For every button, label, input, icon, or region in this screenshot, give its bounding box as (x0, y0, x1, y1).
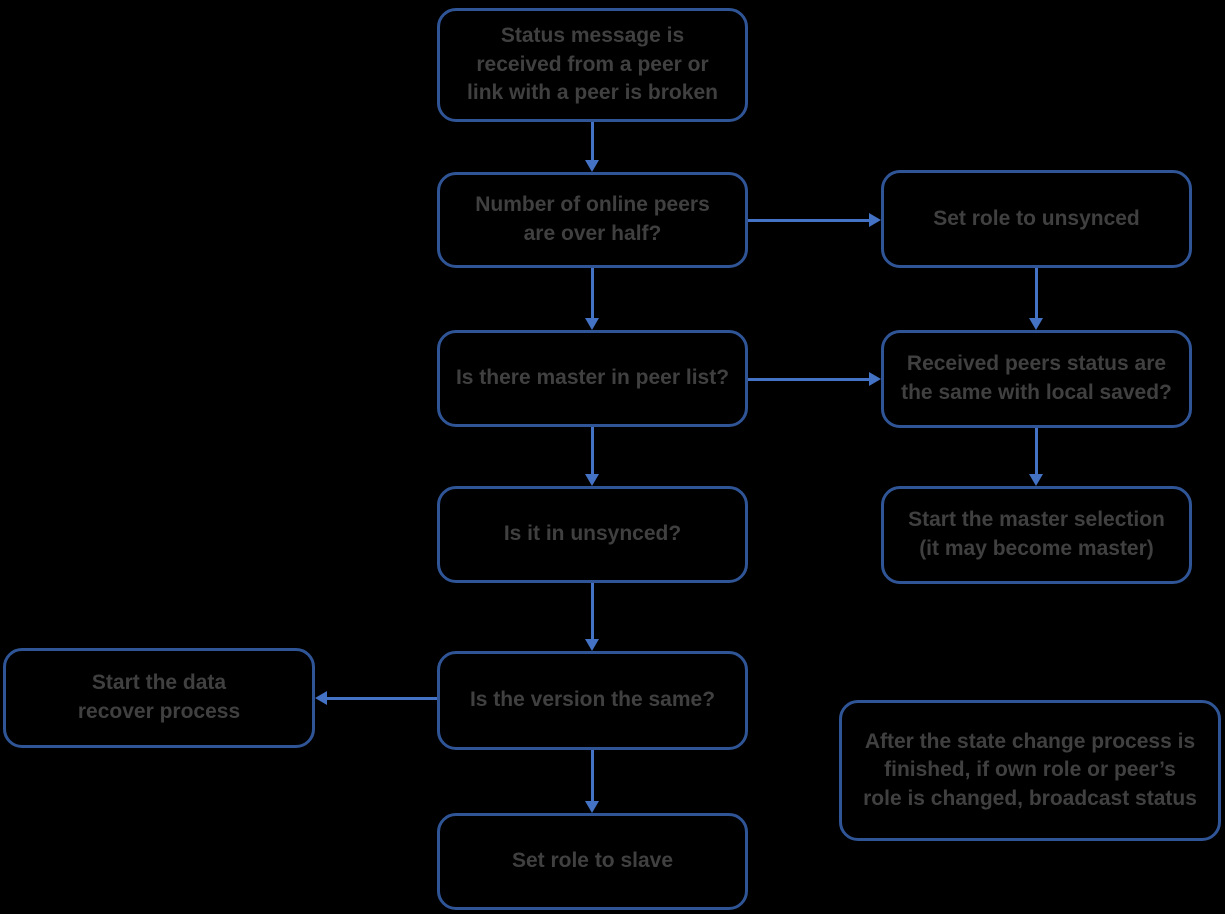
arrowhead-down-icon (585, 160, 599, 172)
arrowhead-right-icon (869, 213, 881, 227)
node-set-role-slave: Set role to slave (437, 813, 748, 910)
arrowhead-down-icon (585, 801, 599, 813)
connector-unsynced-to-receivedstatus (1035, 268, 1038, 320)
arrowhead-down-icon (1029, 318, 1043, 330)
connector-onlinepeers-to-unsynced (748, 219, 871, 222)
connector-status-to-onlinepeers (591, 122, 594, 162)
arrowhead-down-icon (585, 474, 599, 486)
connector-isitunsynced-to-version (591, 583, 594, 641)
connector-masterlist-to-receivedstatus (748, 378, 871, 381)
arrowhead-left-icon (315, 691, 327, 705)
node-start-data-recover: Start the data recover process (3, 648, 315, 748)
node-master-in-peer-list: Is there master in peer list? (437, 330, 748, 427)
node-broadcast-note: After the state change process is finish… (839, 700, 1221, 841)
connector-masterlist-to-isitunsynced (591, 427, 594, 476)
connector-version-to-slave (591, 750, 594, 803)
node-online-peers-over-half: Number of online peers are over half? (437, 172, 748, 268)
connector-onlinepeers-to-masterlist (591, 268, 594, 320)
arrowhead-down-icon (585, 318, 599, 330)
node-set-role-unsynced: Set role to unsynced (881, 170, 1192, 268)
connector-receivedstatus-to-masterselection (1035, 428, 1038, 476)
node-status-message: Status message is received from a peer o… (437, 8, 748, 122)
arrowhead-down-icon (1029, 474, 1043, 486)
node-is-it-in-unsynced: Is it in unsynced? (437, 486, 748, 583)
node-is-version-same: Is the version the same? (437, 651, 748, 750)
node-start-master-selection: Start the master selection (it may becom… (881, 486, 1192, 584)
arrowhead-right-icon (869, 372, 881, 386)
connector-version-to-datarecover (327, 697, 437, 700)
node-received-status-same: Received peers status are the same with … (881, 330, 1192, 428)
arrowhead-down-icon (585, 639, 599, 651)
